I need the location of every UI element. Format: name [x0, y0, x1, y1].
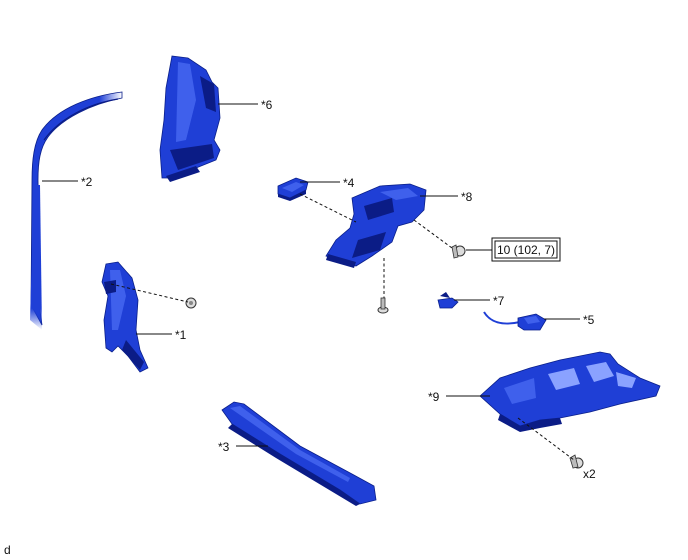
clip-fastener-1	[185, 297, 197, 309]
part-7-clip	[437, 292, 459, 309]
part-4-clip	[277, 177, 309, 201]
label-part-6: *6	[261, 98, 273, 112]
torque-value: 10 (102, 7)	[497, 243, 555, 257]
label-part-9: *9	[428, 390, 440, 404]
dash-line-bolt	[413, 219, 453, 249]
part-3-scuff-plate	[221, 401, 377, 506]
torque-spec-box: 10 (102, 7)	[491, 237, 561, 262]
dash-line-9	[517, 417, 575, 461]
label-part-5: *5	[583, 313, 595, 327]
screw-9	[569, 454, 584, 469]
screw-8	[377, 297, 389, 314]
part-9-panel	[479, 351, 661, 432]
dash-line-4	[299, 193, 357, 223]
label-quantity: x2	[583, 467, 596, 481]
part-8-trim	[325, 183, 427, 268]
part-6-trim	[159, 55, 221, 182]
label-part-2: *2	[81, 175, 93, 189]
label-part-7: *7	[493, 294, 505, 308]
label-part-3: *3	[218, 440, 230, 454]
label-part-1: *1	[175, 328, 187, 342]
part-2-garnish	[30, 91, 123, 330]
label-part-4: *4	[343, 176, 355, 190]
part-1-pillar	[101, 261, 149, 373]
label-part-8: *8	[461, 190, 473, 204]
part-5-wire	[483, 311, 547, 331]
footer-letter: d	[4, 543, 11, 557]
dash-line-1	[110, 283, 189, 303]
bolt-torque	[451, 244, 466, 259]
